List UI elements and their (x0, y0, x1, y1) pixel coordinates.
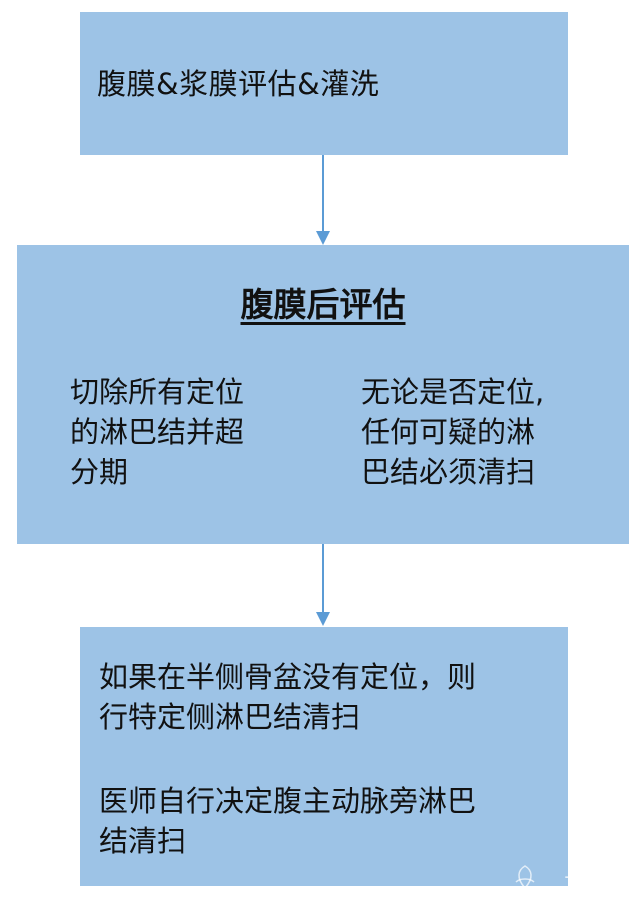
watermark-logo-icon (515, 865, 535, 890)
mapped-nodes-text: 切除所有定位 的淋巴结并超 分期 (70, 375, 245, 489)
arrow-down-2 (316, 544, 330, 626)
step-lymphadenectomy-box: 如果在半侧骨盆没有定位，则 行特定侧淋巴结清扫 医师自行决定腹主动脉旁淋巴 结清… (80, 627, 568, 886)
paraaortic-dissection-text: 医师自行决定腹主动脉旁淋巴 结清扫 (99, 784, 477, 858)
side-specific-dissection-text: 如果在半侧骨盆没有定位，则 行特定侧淋巴结清扫 (99, 660, 477, 734)
step-retroperitoneal-assessment-box: 腹膜后评估 切除所有定位 的淋巴结并超 分期 无论是否定位, 任何可疑的淋 巴结… (17, 245, 629, 544)
step-peritoneal-assessment-box: 腹膜&浆膜评估&灌洗 (80, 12, 568, 155)
step-peritoneal-assessment-text: 腹膜&浆膜评估&灌洗 (97, 67, 380, 101)
watermark-text: 丁香园 (563, 874, 630, 899)
arrow-down-1 (316, 155, 330, 245)
retroperitoneal-assessment-title: 腹膜后评估 (240, 285, 406, 324)
suspicious-nodes-text: 无论是否定位, 任何可疑的淋 巴结必须清扫 (361, 375, 545, 489)
